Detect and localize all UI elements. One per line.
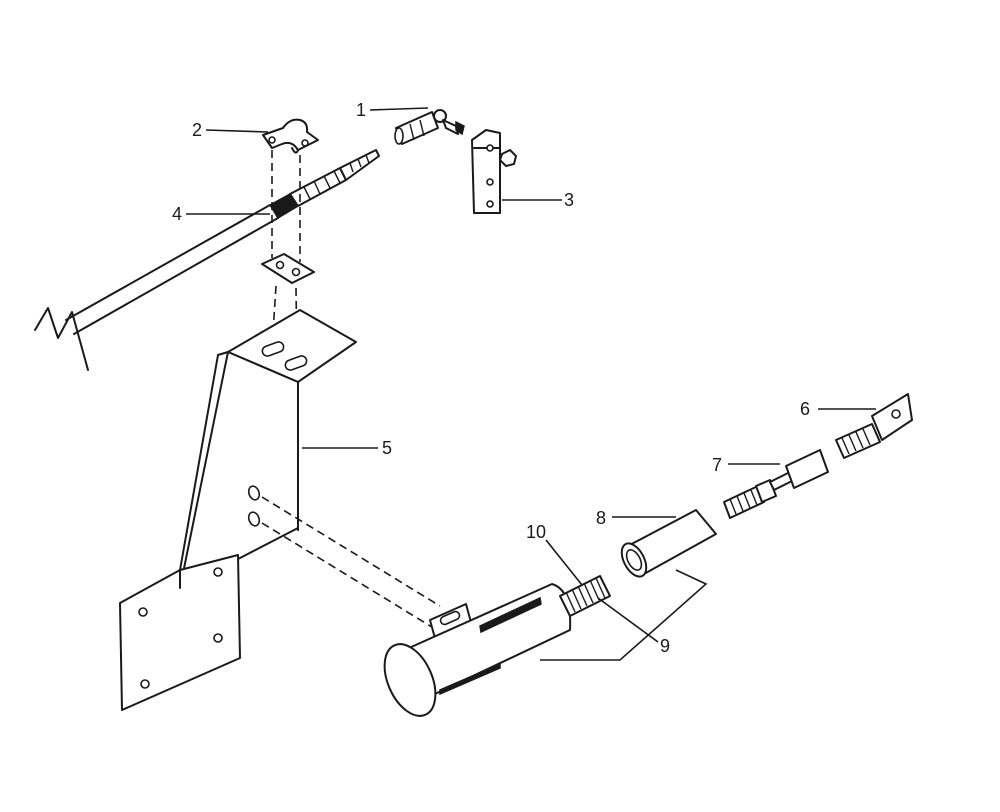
part-5-main-bracket: [119, 309, 357, 711]
callout-2: 2: [192, 120, 202, 140]
part-8-coupling-sleeve: [620, 509, 717, 578]
callout-10: 10: [526, 522, 546, 542]
callout-9: 9: [660, 636, 670, 656]
part-3-mounting-strap: [471, 129, 517, 214]
clamp-alignment-lines: [271, 150, 301, 363]
callout-8: 8: [596, 508, 606, 528]
callout-1: 1: [356, 100, 366, 120]
callout-labels: 1 2 3 4 5 6 7 8 9 10: [172, 100, 810, 656]
callout-5: 5: [382, 438, 392, 458]
leader-lines: [186, 107, 876, 643]
part-4-control-rod: [34, 149, 380, 371]
part-9-group-bracket: [540, 569, 708, 661]
bracket-alignment-lines: [261, 496, 441, 633]
part-7-threaded-adjuster: [723, 449, 829, 519]
part-10-threaded-stud: [559, 575, 611, 617]
callout-7: 7: [712, 455, 722, 475]
callout-3: 3: [564, 190, 574, 210]
part-2-saddle-clamp: [262, 118, 319, 154]
part-1-rod-end: [394, 109, 465, 145]
callout-6: 6: [800, 399, 810, 419]
cylinder-body: [383, 583, 572, 717]
part-6-end-fitting: [835, 393, 913, 459]
callout-4: 4: [172, 204, 182, 224]
clamp-base-plate: [261, 253, 315, 284]
